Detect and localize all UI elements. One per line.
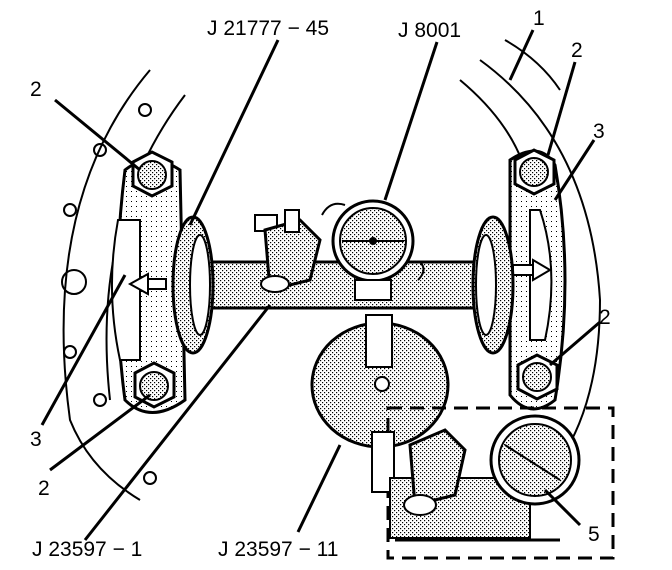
left-bottom-bolt bbox=[133, 361, 176, 409]
right-bottom-bolt bbox=[516, 353, 559, 401]
label-3-left: 3 bbox=[30, 428, 42, 451]
label-j8001: J 8001 bbox=[398, 19, 461, 42]
label-2-right: 2 bbox=[599, 306, 611, 329]
gauge-bar bbox=[171, 215, 515, 355]
dial-base-disk bbox=[310, 314, 450, 449]
label-3-right: 3 bbox=[593, 120, 605, 143]
leader-lines bbox=[40, 29, 601, 541]
label-j23597-11: J 23597 − 11 bbox=[218, 538, 338, 561]
housing-outline bbox=[61, 39, 602, 501]
left-bearing-cap bbox=[111, 158, 187, 414]
label-1: 1 bbox=[533, 7, 545, 30]
label-j23597-1: J 23597 − 1 bbox=[32, 538, 142, 561]
label-2-bottom-left: 2 bbox=[38, 477, 50, 500]
right-top-bolt bbox=[513, 148, 556, 196]
dial-indicator bbox=[321, 199, 425, 301]
bar-clamp bbox=[254, 209, 322, 293]
inset-detail bbox=[371, 406, 615, 560]
label-2-top-right: 2 bbox=[571, 39, 583, 62]
left-top-bolt bbox=[131, 150, 174, 198]
label-2-top-left: 2 bbox=[30, 78, 42, 101]
label-j21777-45: J 21777 − 45 bbox=[207, 17, 329, 40]
label-5: 5 bbox=[588, 523, 600, 546]
callout-labels: J 21777 − 45 J 8001 1 2 3 2 2 3 2 J 2359… bbox=[30, 7, 611, 561]
